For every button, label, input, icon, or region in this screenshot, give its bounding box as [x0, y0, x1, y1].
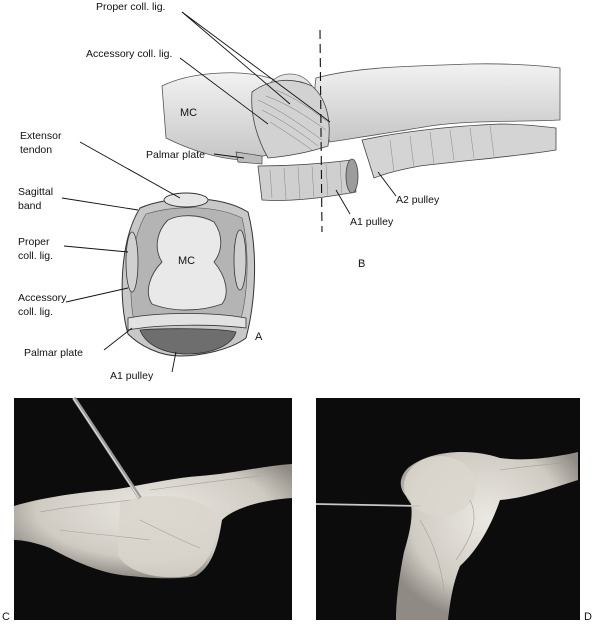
- photo-d-joint: [404, 456, 476, 516]
- a1-pulley-end: [345, 158, 359, 194]
- panel-label-b: B: [358, 258, 365, 270]
- leader-a1-pulley-top: [335, 189, 351, 215]
- label-a2-pulley: A2 pulley: [396, 194, 440, 206]
- ligament-fibers: [257, 89, 329, 151]
- collateral-ligament-fan: [251, 80, 330, 159]
- section-line: [319, 29, 323, 233]
- a1-pulley-fibers: [269, 161, 343, 201]
- proper-collateral-lig-left: [125, 231, 139, 293]
- label-palmar-plate-top: Palmar plate: [146, 149, 205, 161]
- leader-a1-pulley-section: [171, 351, 177, 373]
- a1-pulley-section: [139, 328, 237, 355]
- probe-instrument-highlight: [72, 397, 140, 499]
- label-sagittal-line2: band: [18, 200, 42, 212]
- leader-accessory-coll-lig: [65, 287, 129, 303]
- cross-section-illustration: [121, 192, 256, 357]
- leader-sagittal-band: [61, 197, 139, 211]
- photo-d-texture: [419, 461, 575, 591]
- photo-c: [14, 396, 292, 620]
- label-extensor-line1: Extensor: [20, 130, 62, 142]
- extensor-tendon-section: [163, 192, 209, 208]
- metacarpal-head-section: [148, 215, 227, 311]
- label-mc-section: MC: [178, 255, 195, 267]
- probe-instrument: [72, 396, 142, 500]
- label-accessory-coll-lig-top: Accessory coll. lig.: [86, 48, 172, 60]
- label-a1-pulley-section: A1 pulley: [110, 370, 154, 382]
- leader-accessory-coll-lig-top: [179, 57, 269, 125]
- labels: Proper coll. lig. Accessory coll. lig. M…: [18, 1, 440, 382]
- label-extensor-line2: tendon: [20, 144, 52, 156]
- leader-lines: [61, 11, 397, 373]
- leader-proper-coll-lig-top-b: [181, 11, 331, 123]
- proper-collateral-lig-right: [233, 229, 247, 291]
- panel-label-a: A: [255, 331, 263, 343]
- leader-palmar-plate-section: [103, 327, 133, 351]
- a2-pulley-fibers: [389, 125, 495, 173]
- panel-label-c: C: [2, 611, 10, 623]
- label-mc-top: MC: [180, 107, 197, 119]
- leader-proper-coll-lig-top: [181, 11, 291, 105]
- palmar-plate-section: [127, 313, 247, 331]
- leader-a2-pulley: [377, 171, 397, 197]
- leader-extensor-tendon: [79, 141, 181, 199]
- photo-c-texture: [39, 475, 261, 549]
- label-sagittal-line1: Sagittal: [18, 186, 53, 198]
- lateral-view-illustration: [161, 29, 561, 233]
- label-palmar-plate-section: Palmar plate: [24, 347, 83, 359]
- leader-proper-coll-lig: [63, 245, 129, 253]
- a2-pulley-tube: [361, 123, 557, 179]
- a1-pulley-tube: [257, 159, 357, 201]
- label-proper-coll-lig-top: Proper coll. lig.: [96, 1, 165, 13]
- leader-palmar-plate-top: [213, 153, 245, 159]
- label-accessory-line1: Accessory: [18, 292, 67, 304]
- label-accessory-line2: coll. lig.: [18, 306, 53, 318]
- label-proper-line1: Proper: [18, 236, 50, 248]
- label-a1-pulley-top: A1 pulley: [350, 216, 394, 228]
- label-proper-line2: coll. lig.: [18, 250, 53, 262]
- photo-c-joint-bulge: [118, 496, 217, 578]
- proximal-phalanx: [314, 63, 561, 143]
- needle-instrument: [315, 503, 421, 507]
- palmar-plate-edge: [235, 151, 263, 165]
- photo-d: [315, 398, 580, 620]
- panel-label-d: D: [584, 611, 592, 623]
